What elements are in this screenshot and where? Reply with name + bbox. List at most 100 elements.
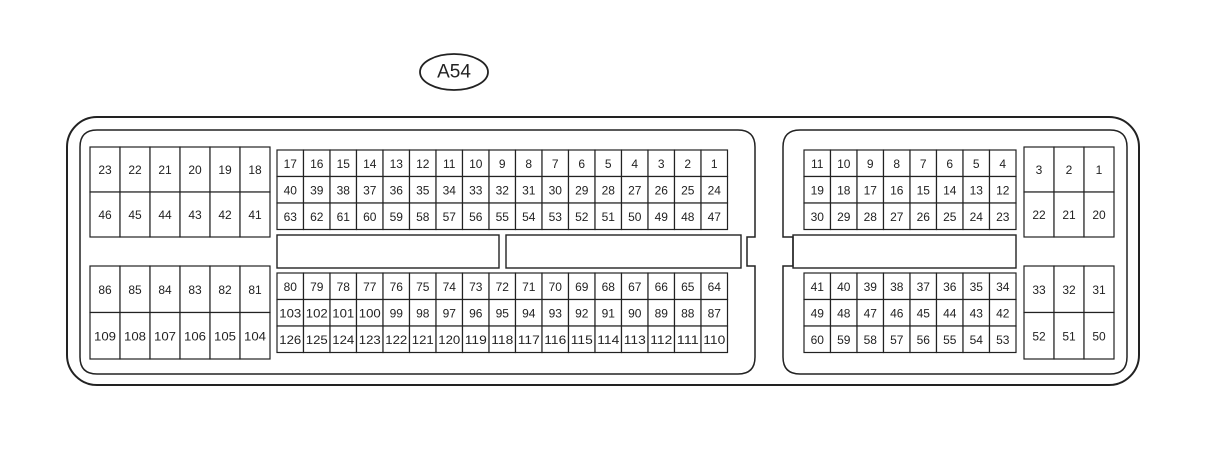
- pin-number: 13: [970, 183, 984, 197]
- pin-number: 17: [864, 183, 878, 197]
- pin-cell: [620, 202, 649, 231]
- pin-cell: [302, 149, 331, 178]
- pin-number: 79: [310, 280, 324, 294]
- pin-cell: [514, 298, 543, 327]
- pin-cell: [594, 272, 623, 301]
- pin-number: 69: [575, 280, 589, 294]
- pin-number: 25: [681, 183, 695, 197]
- pin-number: 14: [943, 183, 957, 197]
- pin-cell: [700, 149, 729, 178]
- pin-cell: [276, 202, 305, 231]
- pin-cell: [909, 149, 938, 178]
- pin-cell: [435, 202, 464, 231]
- pin-cell: [514, 202, 543, 231]
- pin-cell: [1083, 146, 1115, 193]
- pin-number: 22: [1032, 208, 1046, 222]
- pin-cell: [435, 149, 464, 178]
- pin-number: 24: [708, 183, 722, 197]
- pin-cell: [435, 325, 464, 354]
- pin-number: 38: [337, 183, 351, 197]
- pin-number: 94: [522, 306, 536, 320]
- pin-cell: [89, 191, 121, 238]
- pin-number: 44: [158, 208, 172, 222]
- pin-number: 99: [390, 306, 404, 320]
- pin-cell: [541, 325, 570, 354]
- pin-cell: [882, 272, 911, 301]
- pin-cell: [382, 298, 411, 327]
- pin-number: 23: [996, 210, 1010, 224]
- pin-number: 78: [337, 280, 351, 294]
- pin-number: 117: [518, 333, 540, 347]
- pin-number: 109: [94, 329, 116, 343]
- pin-number: 73: [469, 280, 483, 294]
- pin-number: 115: [571, 333, 593, 347]
- pin-cell: [700, 272, 729, 301]
- pin-cell: [829, 272, 858, 301]
- pin-number: 35: [416, 183, 430, 197]
- pin-number: 101: [332, 306, 354, 320]
- pin-number: 76: [390, 280, 404, 294]
- pin-number: 54: [970, 333, 984, 347]
- pin-cell: [239, 191, 271, 238]
- pin-number: 34: [996, 280, 1010, 294]
- pin-number: 11: [443, 157, 456, 171]
- pin-number: 61: [337, 210, 351, 224]
- pin-number: 8: [893, 157, 900, 171]
- pin-cell: [700, 202, 729, 231]
- pin-cell: [239, 311, 271, 360]
- pin-number: 42: [218, 208, 232, 222]
- pin-number: 104: [244, 329, 266, 343]
- pin-number: 122: [385, 333, 407, 347]
- pin-cell: [89, 265, 121, 314]
- pin-cell: [882, 325, 911, 354]
- pin-number: 3: [658, 157, 665, 171]
- pin-number: 1: [1096, 163, 1103, 177]
- pin-number: 14: [363, 157, 377, 171]
- pin-number: 84: [158, 283, 172, 297]
- pin-cell: [355, 175, 384, 204]
- pin-number: 5: [973, 157, 980, 171]
- pin-cell: [882, 202, 911, 231]
- pin-cell: [408, 325, 437, 354]
- pin-number: 51: [602, 210, 616, 224]
- pin-cell: [856, 149, 885, 178]
- pin-number: 46: [890, 306, 904, 320]
- pin-number: 21: [1062, 208, 1076, 222]
- pin-number: 68: [602, 280, 616, 294]
- pin-number: 40: [837, 280, 851, 294]
- pin-cell: [382, 202, 411, 231]
- pin-number: 7: [552, 157, 559, 171]
- pin-number: 63: [284, 210, 298, 224]
- pin-number: 89: [655, 306, 669, 320]
- pin-number: 57: [443, 210, 457, 224]
- pin-number: 9: [499, 157, 506, 171]
- pin-cell: [179, 311, 211, 360]
- pin-number: 29: [837, 210, 851, 224]
- pin-number: 65: [681, 280, 695, 294]
- pin-cell: [302, 175, 331, 204]
- pin-number: 70: [549, 280, 563, 294]
- pin-cell: [119, 191, 151, 238]
- pin-number: 39: [310, 183, 324, 197]
- pin-number: 12: [416, 157, 430, 171]
- pin-number: 10: [469, 157, 483, 171]
- pin-number: 121: [412, 333, 434, 347]
- pin-cell: [408, 202, 437, 231]
- pin-number: 120: [438, 333, 460, 347]
- pin-number: 54: [522, 210, 536, 224]
- pin-cell: [620, 325, 649, 354]
- pin-number: 42: [996, 306, 1010, 320]
- pin-number: 53: [549, 210, 563, 224]
- pin-number: 43: [188, 208, 202, 222]
- pin-number: 32: [496, 183, 510, 197]
- pin-number: 26: [655, 183, 669, 197]
- pin-number: 58: [416, 210, 430, 224]
- pin-number: 108: [124, 329, 146, 343]
- pin-number: 52: [1032, 329, 1046, 343]
- pin-cell: [647, 202, 676, 231]
- pin-cell: [856, 202, 885, 231]
- pin-number: 57: [890, 333, 904, 347]
- pin-number: 32: [1062, 283, 1076, 297]
